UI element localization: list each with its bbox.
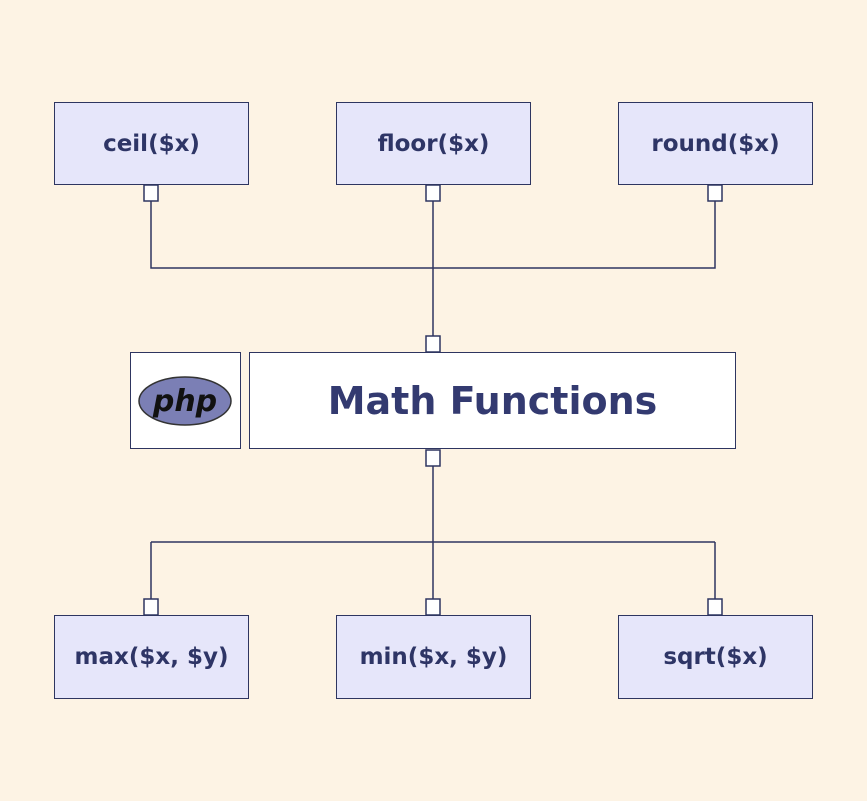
function-box-sqrt: sqrt($x) <box>618 615 813 699</box>
function-box-max: max($x, $y) <box>54 615 249 699</box>
svg-text:php: php <box>152 384 217 419</box>
php-logo: php <box>130 352 241 449</box>
function-box-min: min($x, $y) <box>336 615 531 699</box>
function-box-ceil: ceil($x) <box>54 102 249 185</box>
main-title-box: Math Functions <box>249 352 736 449</box>
function-box-floor: floor($x) <box>336 102 531 185</box>
function-box-round: round($x) <box>618 102 813 185</box>
